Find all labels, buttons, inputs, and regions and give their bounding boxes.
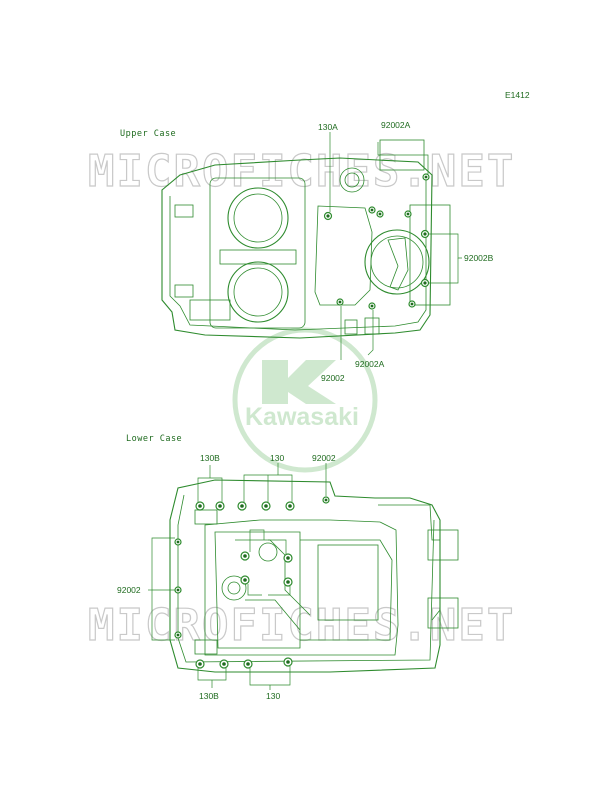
label-130a: 130A xyxy=(318,122,338,132)
reference-code: E1412 xyxy=(505,90,530,100)
upper-case-drawing xyxy=(161,139,451,339)
watermark-upper: MICROFICHES.NET xyxy=(88,146,515,197)
label-92002-upper: 92002 xyxy=(321,373,345,383)
label-92002b: 92002B xyxy=(464,253,494,263)
lower-case-drawing xyxy=(169,479,459,673)
kawasaki-logo: Kawasaki xyxy=(232,327,378,473)
upper-case-leaders xyxy=(329,132,462,360)
lower-case-title: Lower Case xyxy=(126,434,182,444)
upper-case-title: Upper Case xyxy=(120,129,176,139)
label-130-top: 130 xyxy=(270,453,284,463)
label-92002-lower-top: 92002 xyxy=(312,453,336,463)
label-130b-bottom: 130B xyxy=(199,691,219,701)
logo-text: Kawasaki xyxy=(245,403,359,431)
label-130b-top: 130B xyxy=(200,453,220,463)
watermark-lower: MICROFICHES.NET xyxy=(88,600,515,651)
label-92002-lower-left: 92002 xyxy=(117,585,141,595)
lower-case-leaders xyxy=(148,463,327,690)
label-92002a-top: 92002A xyxy=(381,120,411,130)
label-92002a-bottom: 92002A xyxy=(355,359,385,369)
label-130-bottom: 130 xyxy=(266,691,280,701)
